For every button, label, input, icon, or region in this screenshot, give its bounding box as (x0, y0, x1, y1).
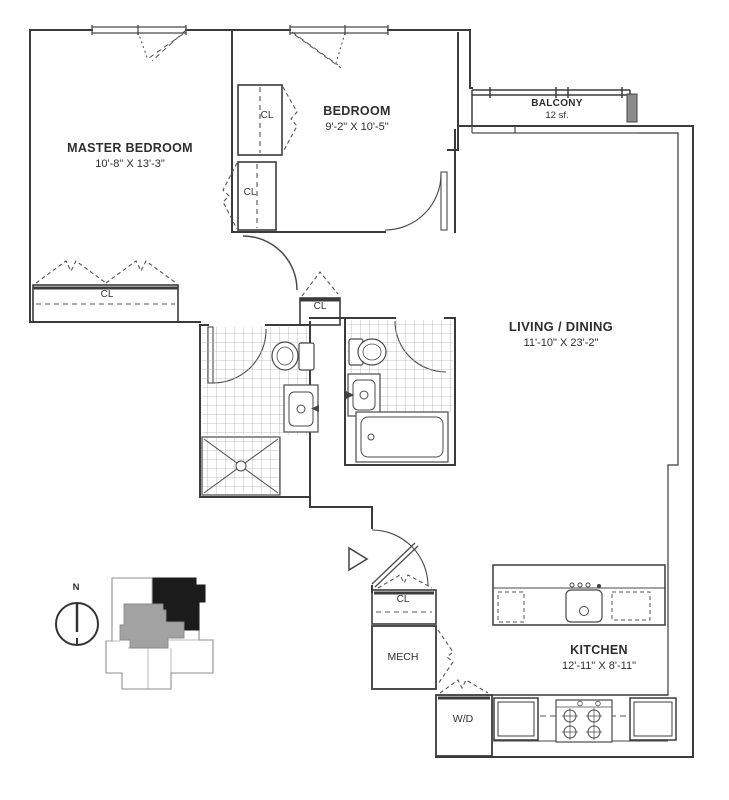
room-area-balcony: 12 sf. (545, 110, 569, 121)
toilet-icon (348, 338, 387, 366)
room-label-living-dining: LIVING / DINING (508, 319, 614, 334)
toilet-icon (271, 341, 315, 371)
second-bathroom (346, 320, 453, 463)
compass-icon (55, 602, 99, 646)
washer-dryer-room (435, 679, 493, 757)
keyplan (105, 577, 214, 690)
stove-icon (555, 699, 613, 743)
room-dims-living-dining: 11'-10" X 23'-2" (523, 337, 599, 349)
closet-symbols (32, 84, 437, 625)
closet-label-master-wide: CL (100, 289, 114, 300)
balcony-door (626, 93, 638, 123)
room-dims-kitchen: 12'-11" X 8'-11" (562, 660, 636, 672)
sink-icon (346, 373, 381, 417)
room-label-kitchen: KITCHEN (570, 643, 628, 657)
bathtub-icon (355, 411, 449, 463)
compass-north-label: N (72, 582, 80, 593)
room-label-balcony: BALCONY (531, 98, 583, 109)
room-label-master-bedroom: MASTER BEDROOM (67, 141, 193, 155)
closet-label-hall: CL (313, 301, 327, 312)
kitchen-fixtures (492, 564, 677, 743)
closet-label-master: CL (243, 187, 257, 198)
kitchen-sink-icon (565, 582, 603, 623)
closet-label-entry: CL (396, 594, 410, 605)
appliance-right (629, 697, 677, 741)
windows (91, 25, 640, 134)
entry-marker (348, 546, 369, 572)
room-dims-bedroom: 9'-2" X 10'-5" (325, 121, 389, 133)
appliance-left (493, 697, 539, 741)
room-label-bedroom: BEDROOM (323, 104, 391, 118)
balcony-railing (471, 87, 638, 126)
keyplan-adjacent-unit (119, 603, 185, 649)
mech-room (371, 625, 454, 690)
sink-icon (283, 384, 319, 433)
closet-label-bedroom: CL (260, 110, 274, 121)
room-label-mech: MECH (387, 651, 419, 663)
room-label-wd: W/D (452, 713, 474, 725)
room-dims-master-bedroom: 10'-8" X 13'-3" (95, 158, 165, 170)
master-bathroom (201, 327, 319, 496)
